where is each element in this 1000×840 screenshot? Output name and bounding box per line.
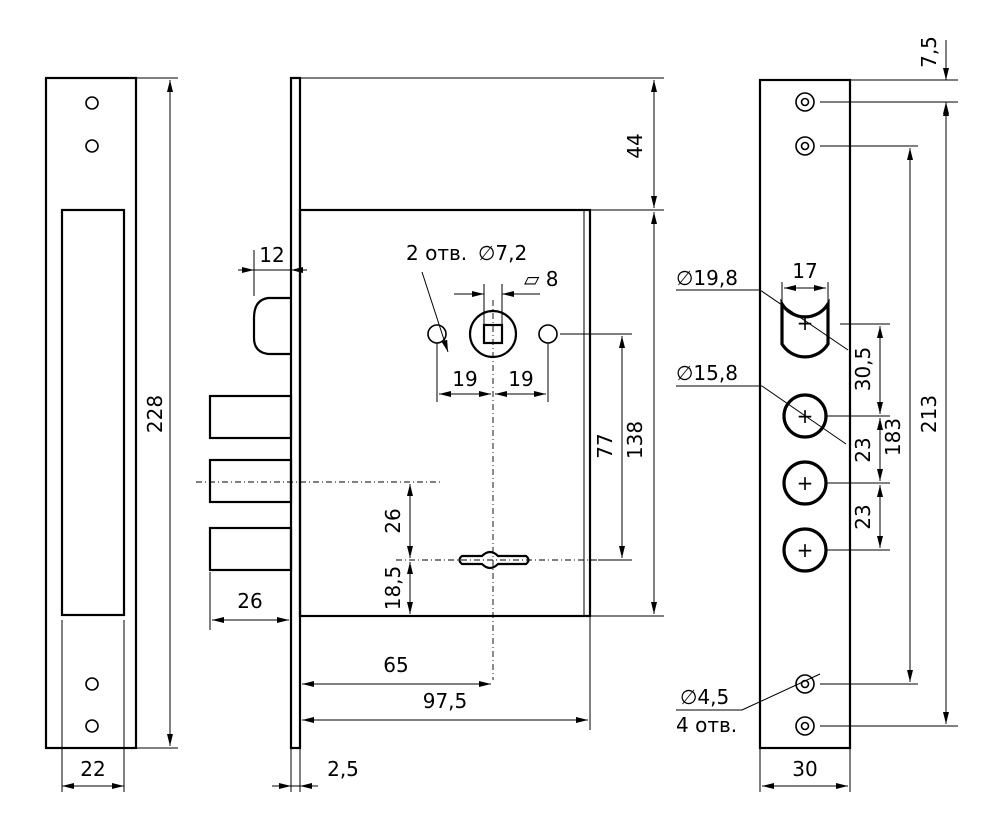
hole-spacing-right-label: 19 [508,367,533,391]
big-hole-diameter-label: ∅19,8 [676,266,738,290]
faceplate-screw-hole [85,677,99,691]
strike-width-label: 30 [792,757,817,781]
screw-hole-diameter-label: ∅4,5 [680,685,729,709]
bolt-to-key-label: 26 [381,508,405,533]
holes-leader [421,271,449,353]
spindle-size-label: ▱ 8 [524,267,558,291]
body-width-label: 97,5 [423,689,468,713]
faceplate-height-label: 228 [143,395,167,433]
mounting-hole [538,324,558,344]
latch-width-label: 12 [259,243,284,267]
faceplate-outline [44,76,138,750]
screw-hole-leader [741,673,821,711]
lock-body-case [298,208,592,618]
med-hole-diameter-label: ∅15,8 [676,361,738,385]
dead-bolt [208,526,293,572]
follower-to-key-label: 77 [593,433,617,458]
strike-top-offset-label: 7,5 [917,36,941,68]
big-hole-width-label: 17 [792,259,817,283]
hole-spacing-left-label: 19 [452,367,477,391]
hole-gap-3-label: 23 [851,504,875,529]
strike-plate-outline [758,78,852,750]
lock-body-view: 44 138 77 12 2 отв. ∅7,2 ▱ 8 19 19 [196,76,664,792]
front-plate [289,76,302,750]
mounting-hole [427,324,447,344]
hole-gap-2-label: 23 [851,437,875,462]
dead-bolt [208,458,293,504]
holes-diameter-label: ∅7,2 [478,241,527,265]
faceplate-width-label: 22 [80,757,105,781]
screw-hole-count-label: 4 отв. [676,713,737,737]
faceplate-window [60,208,126,617]
dead-bolt [208,394,293,440]
backset-label: 65 [383,653,408,677]
faceplate-screw-hole [85,719,99,733]
hole-gap-1-label: 30,5 [851,347,875,392]
body-height-label: 138 [623,421,647,459]
strike-plate-view: + + + + 7,5 213 183 ∅19,8 17 [676,36,958,792]
faceplate-screw-hole [85,96,99,110]
med-hole-leader [761,385,847,445]
faceplate-view: 228 22 [44,76,178,792]
mount-span-label: 183 [881,418,905,456]
holes-count-label: 2 отв. [406,241,467,265]
faceplate-screw-hole [85,139,99,153]
plate-thickness-label: 2,5 [327,757,359,781]
latch-bolt [252,296,291,356]
top-offset-label: 44 [623,133,647,158]
keyhole [458,550,530,570]
svg-text:+: + [797,471,814,495]
latch-opening [780,298,830,359]
key-to-bottom-label: 18,5 [381,566,405,611]
big-hole-leader [759,289,849,351]
bolt-throw-label: 26 [237,589,262,613]
svg-text:+: + [797,538,814,562]
screw-span-label: 213 [917,395,941,433]
svg-text:+: + [797,311,814,335]
